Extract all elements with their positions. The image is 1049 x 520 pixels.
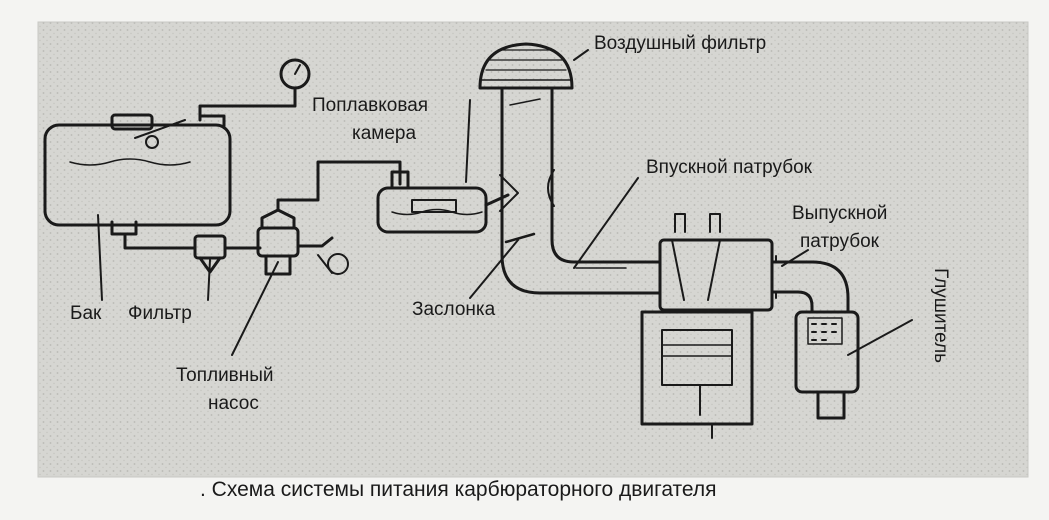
filter-label: Фильтр [128, 303, 192, 324]
fuel-pump [256, 208, 349, 276]
leader-lines [97, 49, 913, 356]
pressure-gauge [198, 58, 311, 122]
air-filter-label: Воздушный фильтр [594, 33, 767, 54]
air-filter [478, 42, 574, 90]
exhaust-label-line1: Выпускной [792, 203, 888, 224]
exhaust-pipe [770, 255, 850, 314]
fuel-pump-label-line1: Топливный [176, 365, 274, 386]
muffler-label: Глушитель [930, 268, 951, 364]
scan-background [38, 22, 1028, 477]
float-chamber [376, 170, 510, 234]
figure-caption: . Схема системы питания карбюраторного д… [200, 478, 717, 501]
float-chamber-label-line2: камера [352, 123, 417, 144]
tank-label: Бак [70, 303, 102, 324]
exhaust-label-line2: патрубок [800, 231, 879, 252]
fuel-pump-label-line2: насос [208, 393, 259, 414]
fuel-tank [43, 113, 232, 236]
engine-cylinder [640, 213, 774, 439]
float-chamber-label-line1: Поплавковая [312, 95, 429, 116]
throttle-label: Заслонка [412, 299, 496, 320]
intake-label: Впускной патрубок [646, 157, 812, 178]
muffler [794, 310, 860, 420]
intake-pipe [499, 88, 662, 295]
